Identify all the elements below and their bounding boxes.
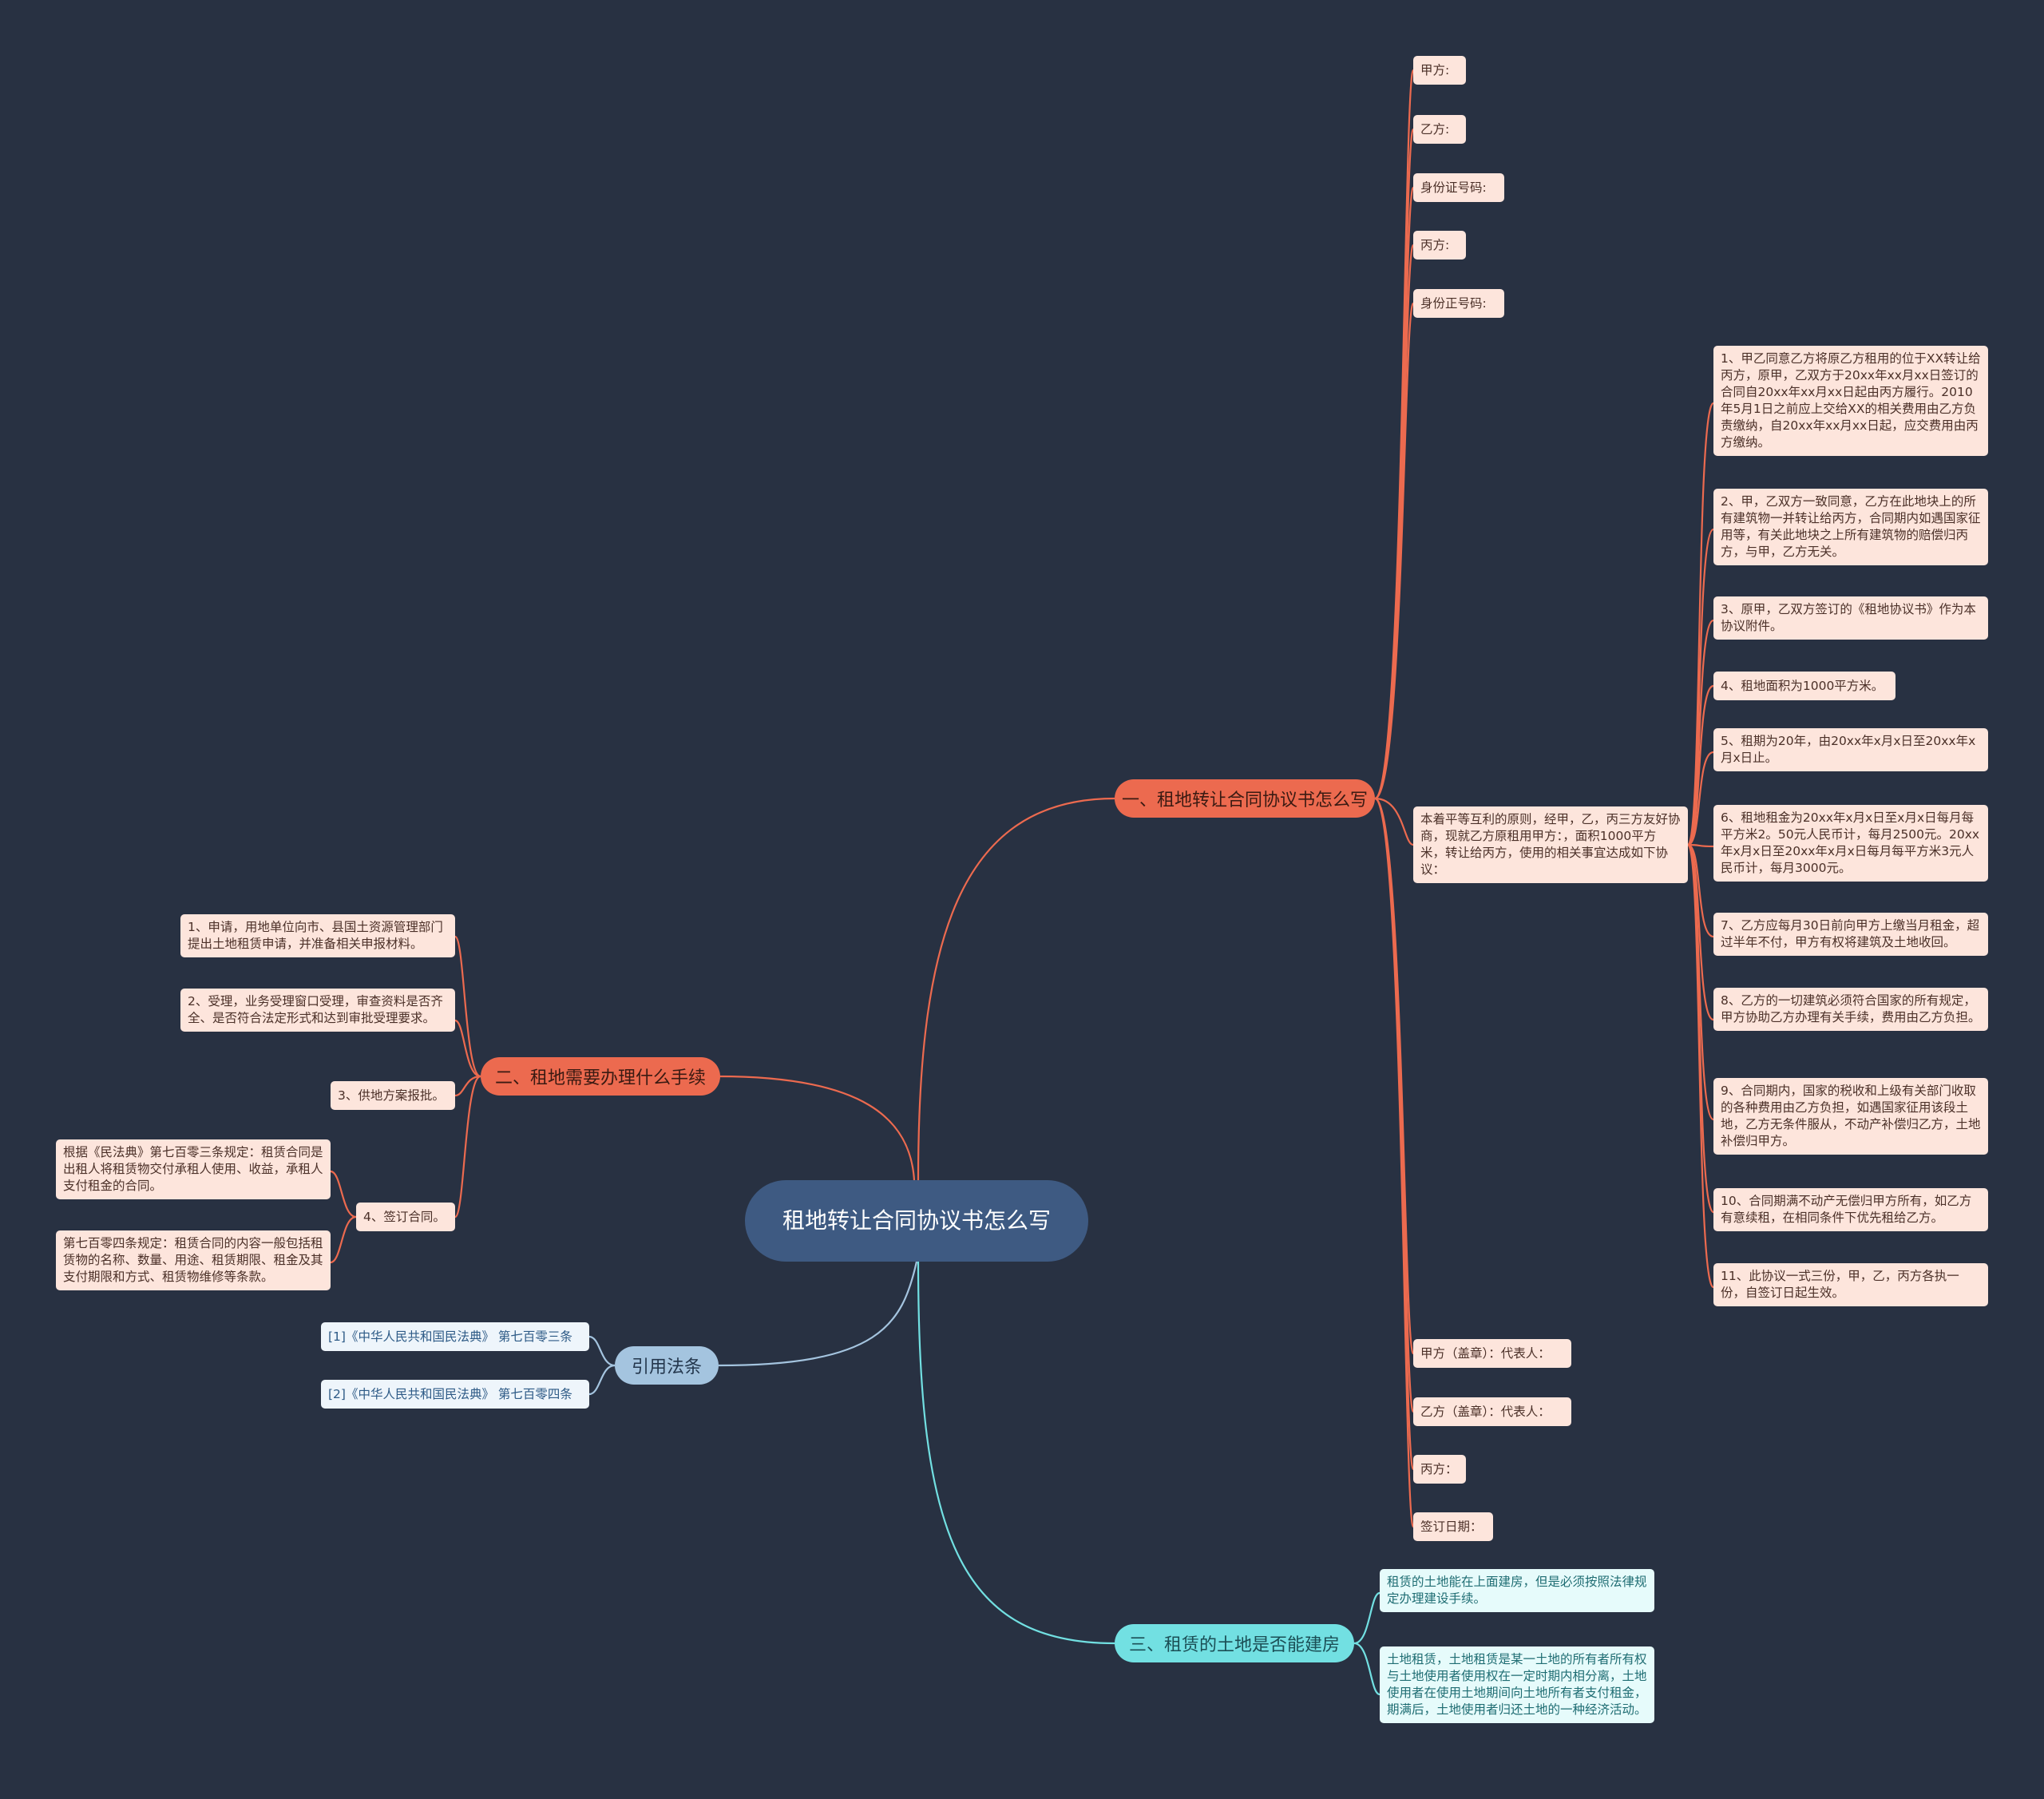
field-party-c[interactable]: 丙方: — [1413, 231, 1466, 260]
clause-4[interactable]: 4、租地面积为1000平方米。 — [1713, 672, 1895, 700]
branch-build-on-leased-land[interactable]: 三、租赁的土地是否能建房 — [1115, 1624, 1354, 1662]
link-b1-sign-2 — [1374, 797, 1415, 1471]
step-3[interactable]: 3、供地方案报批。 — [331, 1081, 455, 1110]
citation-2[interactable]: [2]《中华人民共和国民法典》 第七百零四条 — [321, 1380, 589, 1409]
branch-contract-writing[interactable]: 一、租地转让合同协议书怎么写 — [1115, 779, 1375, 818]
step-2[interactable]: 2、受理，业务受理窗口受理，审查资料是否齐全、是否符合法定形式和达到审批受理要求… — [180, 989, 455, 1032]
field-id-number[interactable]: 身份证号码: — [1413, 173, 1504, 202]
field-party-a[interactable]: 甲方: — [1413, 56, 1466, 85]
clause-6[interactable]: 6、租地租金为20xx年x月x日至x月x日每月每平方米2。50元人民币计，每月2… — [1713, 805, 1988, 882]
link-b1-intro — [1374, 797, 1414, 846]
sign-party-b[interactable]: 乙方（盖章）：代表人： — [1413, 1397, 1571, 1426]
note-article-704[interactable]: 第七百零四条规定：租赁合同的内容一般包括租赁物的名称、数量、用途、租赁期限、租金… — [56, 1230, 331, 1290]
field-party-b[interactable]: 乙方: — [1413, 115, 1466, 144]
step-1[interactable]: 1、申请，用地单位向市、县国土资源管理部门提出土地租赁申请，并准备相关申报材料。 — [180, 914, 455, 957]
link-b1-sign-1 — [1374, 797, 1415, 1413]
build-answer[interactable]: 租赁的土地能在上面建房，但是必须按照法律规定办理建设手续。 — [1380, 1569, 1654, 1612]
root-topic[interactable]: 租地转让合同协议书怎么写 — [745, 1180, 1088, 1262]
sign-party-c[interactable]: 丙方： — [1413, 1455, 1466, 1484]
branch-citations[interactable]: 引用法条 — [615, 1346, 719, 1385]
link-root-cite — [718, 1261, 918, 1367]
field-id-number-2[interactable]: 身份正号码: — [1413, 289, 1504, 318]
citation-1[interactable]: [1]《中华人民共和国民法典》 第七百零三条 — [321, 1322, 589, 1351]
step-4[interactable]: 4、签订合同。 — [356, 1203, 455, 1231]
branch-procedures[interactable]: 二、租地需要办理什么手续 — [481, 1057, 720, 1096]
link-root-branch2 — [718, 1075, 916, 1181]
link-b1-field-2 — [1374, 186, 1415, 800]
note-article-703[interactable]: 根据《民法典》第七百零三条规定：租赁合同是出租人将租赁物交付承租人使用、收益，承… — [56, 1139, 331, 1199]
link-b1-field-4 — [1374, 302, 1415, 800]
link-root-branch1 — [917, 797, 1115, 1181]
clause-8[interactable]: 8、乙方的一切建筑必须符合国家的所有规定，甲方协助乙方办理有关手续，费用由乙方负… — [1713, 988, 1988, 1031]
clause-5[interactable]: 5、租期为20年，由20xx年x月x日至20xx年x月x日止。 — [1713, 728, 1988, 771]
clause-9[interactable]: 9、合同期内，国家的税收和上级有关部门收取的各种费用由乙方负担，如遇国家征用该段… — [1713, 1078, 1988, 1155]
clause-2[interactable]: 2、甲，乙双方一致同意，乙方在此地块上的所有建筑物一并转让给丙方，合同期内如遇国… — [1713, 489, 1988, 565]
link-b1-field-3 — [1374, 244, 1415, 800]
sign-party-a[interactable]: 甲方（盖章）：代表人： — [1413, 1339, 1571, 1368]
link-root-branch3 — [917, 1261, 1115, 1645]
clause-1[interactable]: 1、甲乙同意乙方将原乙方租用的位于XX转让给丙方，原甲，乙双方于20xx年xx月… — [1713, 346, 1988, 456]
clause-10[interactable]: 10、合同期满不动产无偿归甲方所有，如乙方有意续租，在相同条件下优先租给乙方。 — [1713, 1188, 1988, 1231]
clause-7[interactable]: 7、乙方应每月30日前向甲方上缴当月租金，超过半年不付，甲方有权将建筑及土地收回… — [1713, 913, 1988, 956]
agreement-intro[interactable]: 本着平等互利的原则，经甲，乙，丙三方友好协商，现就乙方原租用甲方：，面积1000… — [1413, 806, 1688, 883]
land-lease-definition[interactable]: 土地租赁，土地租赁是某一土地的所有者所有权与土地使用者使用权在一定时期内相分离，… — [1380, 1646, 1654, 1723]
link-b1-sign-3 — [1374, 797, 1415, 1528]
clause-3[interactable]: 3、原甲，乙双方签订的《租地协议书》作为本协议附件。 — [1713, 596, 1988, 640]
link-b1-sign-0 — [1374, 797, 1415, 1355]
clause-11[interactable]: 11、此协议一式三份，甲，乙，丙方各执一份，自签订日起生效。 — [1713, 1263, 1988, 1306]
sign-date[interactable]: 签订日期： — [1413, 1512, 1493, 1541]
